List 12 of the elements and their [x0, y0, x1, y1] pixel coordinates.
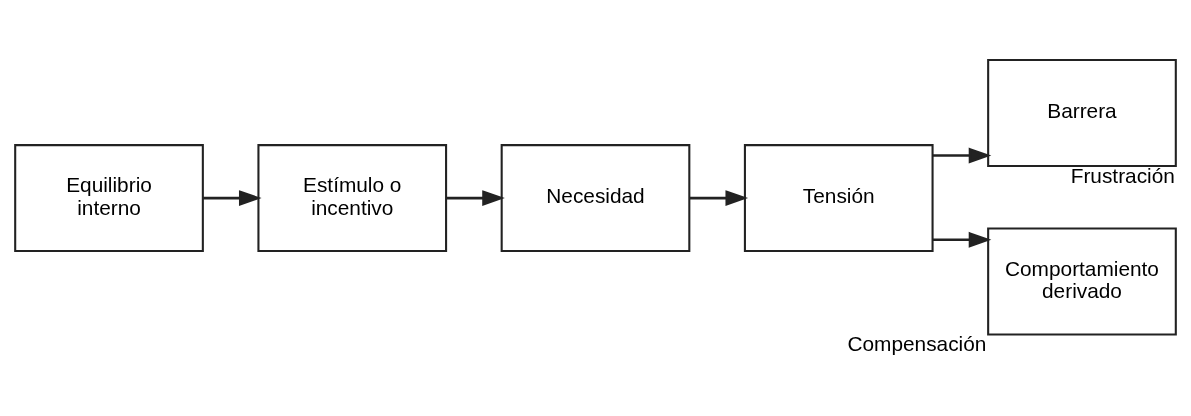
node-box: Estímulo o incentivo	[257, 143, 448, 252]
arrow	[446, 189, 505, 206]
node-label: Compensación	[847, 331, 987, 355]
node-box: Equilibrio interno	[14, 143, 204, 252]
arrow	[932, 231, 992, 248]
arrow	[689, 189, 749, 206]
node-box: Barrera	[987, 58, 1177, 167]
node-box: Necesidad	[500, 143, 691, 252]
arrow	[203, 189, 262, 206]
arrow	[932, 147, 992, 163]
node-box: Comportamiento derivado	[987, 226, 1177, 335]
node-box: Tensión	[743, 143, 934, 252]
